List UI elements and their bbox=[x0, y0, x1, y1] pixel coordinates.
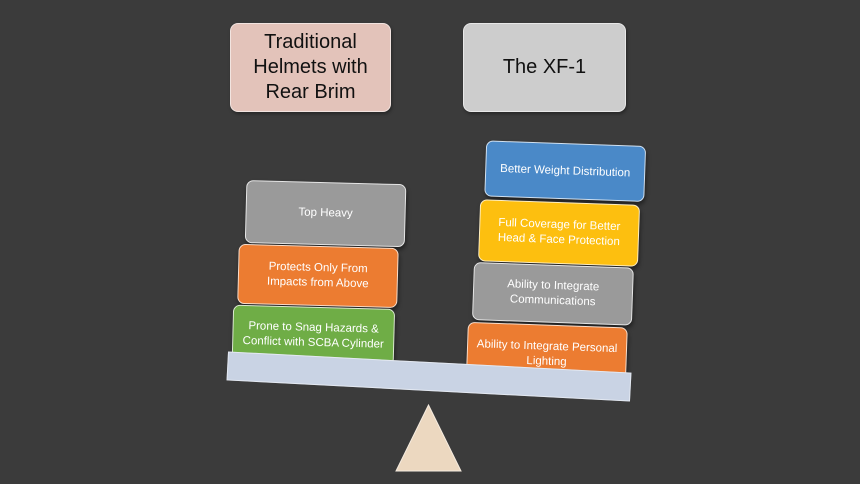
right-item-label: Better Weight Distribution bbox=[499, 162, 631, 179]
header-traditional-label: Traditional Helmets with Rear Brim bbox=[253, 31, 368, 103]
right-item-weight-distribution: Better Weight Distribution bbox=[484, 140, 647, 202]
fulcrum-shape bbox=[395, 404, 462, 472]
left-item-label: Prone to Snag Hazards & Conflict with SC… bbox=[242, 319, 384, 351]
fulcrum-triangle bbox=[395, 404, 462, 472]
header-xf1: The XF-1 bbox=[463, 23, 626, 112]
left-item-label: Protects Only From Impacts from Above bbox=[266, 260, 369, 291]
header-traditional-helmets: Traditional Helmets with Rear Brim bbox=[230, 23, 391, 112]
right-item-label: Ability to Integrate Communications bbox=[506, 278, 600, 309]
left-item-top-heavy: Top Heavy bbox=[244, 180, 407, 248]
right-item-full-coverage: Full Coverage for Better Head & Face Pro… bbox=[478, 199, 641, 267]
left-item-label: Top Heavy bbox=[298, 206, 353, 220]
left-stack: Top Heavy Protects Only From Impacts fro… bbox=[228, 180, 413, 369]
header-xf1-label: The XF-1 bbox=[502, 56, 587, 78]
right-item-label: Full Coverage for Better Head & Face Pro… bbox=[497, 216, 621, 249]
left-item-impacts-above: Protects Only From Impacts from Above bbox=[237, 243, 399, 309]
right-stack: Better Weight Distribution Full Coverage… bbox=[464, 137, 652, 389]
right-item-communications: Ability to Integrate Communications bbox=[471, 262, 634, 326]
